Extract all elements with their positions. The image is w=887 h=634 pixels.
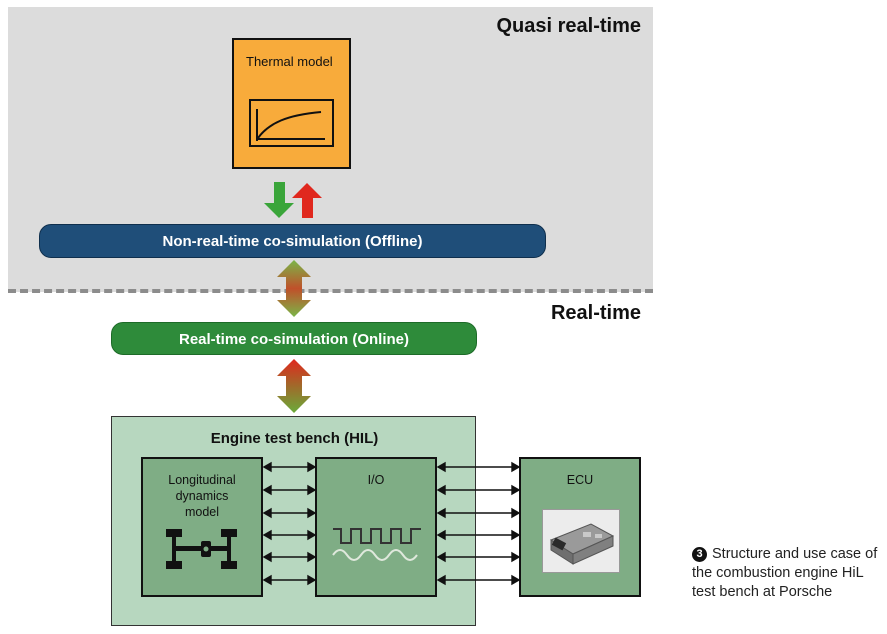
thermal-model-label: Thermal model xyxy=(246,54,333,69)
caption-number-badge: 3 xyxy=(692,547,707,562)
quasi-real-time-label: Quasi real-time xyxy=(496,15,641,37)
io-module[interactable]: I/O xyxy=(315,457,437,597)
io-label: I/O xyxy=(367,473,385,487)
online-cosimulation-bar[interactable]: Real-time co-simulation (Online) xyxy=(111,322,477,355)
ecu-photo xyxy=(542,509,620,573)
offline-online-double-arrow xyxy=(277,260,311,317)
data-down-arrow xyxy=(264,182,294,218)
longitudinal-dynamics-module[interactable]: Longitudinal dynamics model xyxy=(141,457,263,597)
online-bench-double-arrow xyxy=(277,359,311,413)
thermal-model-box[interactable]: Thermal model xyxy=(232,38,351,169)
data-up-arrow xyxy=(292,183,322,218)
realtime-boundary-line xyxy=(8,289,653,293)
offline-cosimulation-bar[interactable]: Non-real-time co-simulation (Offline) xyxy=(39,224,546,258)
longitudinal-label-line1: Longitudinal xyxy=(168,473,236,487)
real-time-label: Real-time xyxy=(550,302,641,324)
thermal-curve-icon xyxy=(249,99,334,147)
engine-test-bench-title: Engine test bench (HIL) xyxy=(210,430,379,447)
signal-wave-icon xyxy=(331,525,423,570)
longitudinal-io-signal-arrows xyxy=(262,461,317,586)
caption-text: Structure and use case of the combustion… xyxy=(692,546,878,600)
longitudinal-label-line2: dynamics xyxy=(175,489,229,503)
drivetrain-icon xyxy=(163,527,243,576)
longitudinal-label-line3: model xyxy=(184,505,220,519)
ecu-label: ECU xyxy=(566,473,594,487)
io-ecu-signal-arrows xyxy=(436,461,521,586)
